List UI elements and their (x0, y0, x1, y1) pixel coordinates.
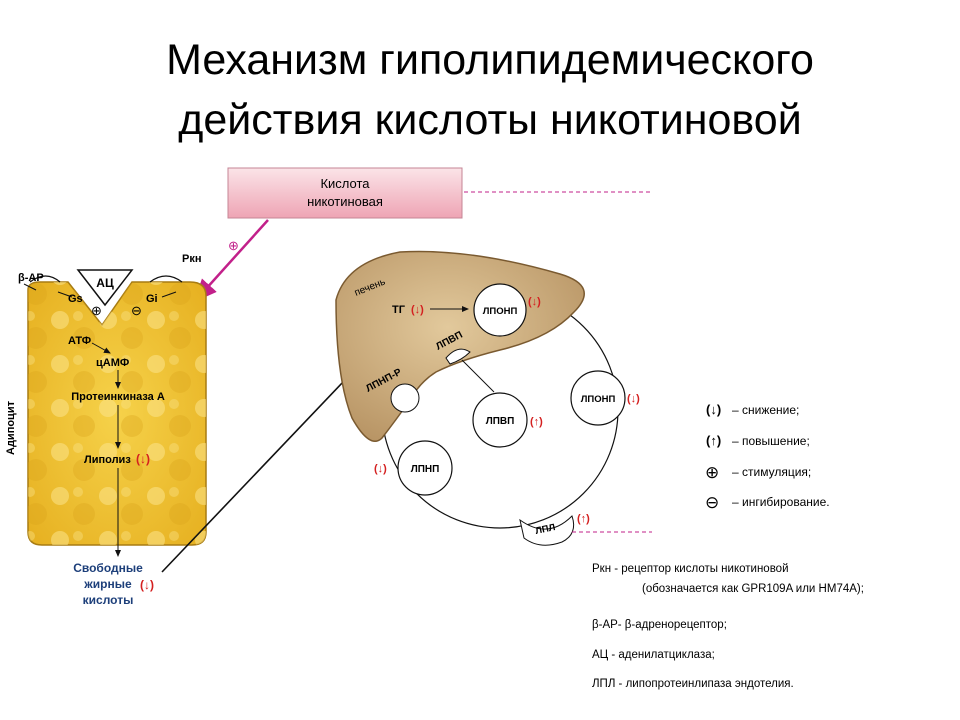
adipocyte-side-label: Адипоцит (5, 400, 17, 455)
hdl-particle (472, 392, 528, 448)
vldl-liver-particle (473, 283, 527, 337)
hdl-link-line (461, 359, 495, 393)
vldl-liver-effect-down: (↓) (528, 296, 541, 308)
ldl-effect-down: (↓) (374, 463, 387, 475)
tg-effect-down: (↓) (411, 304, 424, 316)
stimulation-symbol-drug: ⊕ (228, 238, 239, 253)
tg-label: ТГ (392, 304, 406, 316)
lipolysis-effect-down: (↓) (136, 452, 150, 466)
gi-label: Gi (146, 293, 158, 305)
stimulation-symbol-gs: ⊕ (91, 303, 102, 318)
note-lpl: ЛПЛ - липопротеинлипаза эндотелия. (592, 678, 794, 690)
beta-ar-receptor-shape (29, 275, 61, 283)
pka-label: Протеинкиназа А (71, 391, 165, 403)
note-pkn-line-2: (обозначается как GPR109A или HM74A); (642, 583, 864, 595)
vldl-label: ЛПОНП (581, 394, 616, 405)
legend: (↓) – снижение; (↑) – повышение; ⊕ – сти… (705, 402, 830, 512)
gs-pointer (57, 291, 73, 298)
gi-pointer (161, 291, 177, 298)
drug-to-receptor-arrow (194, 219, 269, 302)
vldl-liver-label: ЛПОНП (483, 306, 518, 317)
title-line-2: действия кислоты никотиновой (178, 96, 802, 144)
abbreviation-notes: Ркн - рецептор кислоты никотиновой (обоз… (592, 563, 864, 690)
legend-plus-text: – стимуляция; (732, 465, 811, 479)
vldl-effect-down: (↓) (627, 393, 640, 405)
legend-up-symbol: (↑) (706, 433, 721, 448)
beta-ar-label: β-АР (18, 272, 44, 284)
legend-minus-symbol: ⊖ (705, 493, 719, 512)
ac-triangle (76, 269, 134, 307)
note-bar: β-АР- β-адренорецептор; (592, 619, 727, 631)
ldl-particle (397, 440, 453, 496)
note-ac: АЦ - аденилатциклаза; (592, 649, 715, 661)
ffa-label-line-1: Свободные (73, 561, 143, 575)
adipocyte-cell (27, 281, 207, 546)
legend-down-text: – снижение; (732, 403, 799, 417)
drug-box: Кислота никотиновая (227, 167, 463, 219)
inhibition-symbol-gi: ⊖ (131, 303, 142, 318)
legend-up-text: – повышение; (732, 434, 810, 448)
ldl-receptor-pocket (390, 383, 420, 413)
legend-plus-symbol: ⊕ (705, 463, 719, 482)
ac-label: АЦ (96, 276, 114, 290)
legend-minus-text: – ингибирование. (732, 495, 830, 509)
lpl-shape (519, 515, 575, 546)
gs-label: Gs (68, 293, 83, 305)
title-line-1: Механизм гиполипидемического (166, 36, 814, 84)
ffa-effect-down: (↓) (140, 578, 154, 592)
lpl-effect-up: (↑) (577, 513, 590, 525)
pkn-receptor-shape (149, 275, 183, 283)
beta-ar-pointer (23, 283, 37, 291)
lipolysis-label: Липолиз (84, 454, 131, 466)
note-pkn-line-1: Ркн - рецептор кислоты никотиновой (592, 563, 789, 575)
ldl-label: ЛПНП (411, 464, 440, 475)
drug-label-line-1: Кислота (320, 176, 370, 191)
vldl-particle (570, 370, 626, 426)
pkn-label: Ркн (182, 253, 202, 265)
hdl-label: ЛПВП (486, 416, 515, 427)
lpl-label: ЛПЛ (534, 522, 556, 537)
camp-label: цАМФ (96, 357, 129, 369)
page-title: Механизм гиполипидемического действия ки… (60, 30, 920, 150)
atf-label: АТФ (68, 335, 91, 347)
ffa-label-line-2: жирные (83, 577, 132, 591)
ffa-label-line-3: кислоты (83, 593, 134, 607)
hdl-effect-up: (↑) (530, 416, 543, 428)
drug-label-line-2: никотиновая (307, 194, 383, 209)
hdl-liver-particle (445, 348, 471, 365)
legend-down-symbol: (↓) (706, 402, 721, 417)
atf-to-camp-arrow (91, 342, 111, 354)
